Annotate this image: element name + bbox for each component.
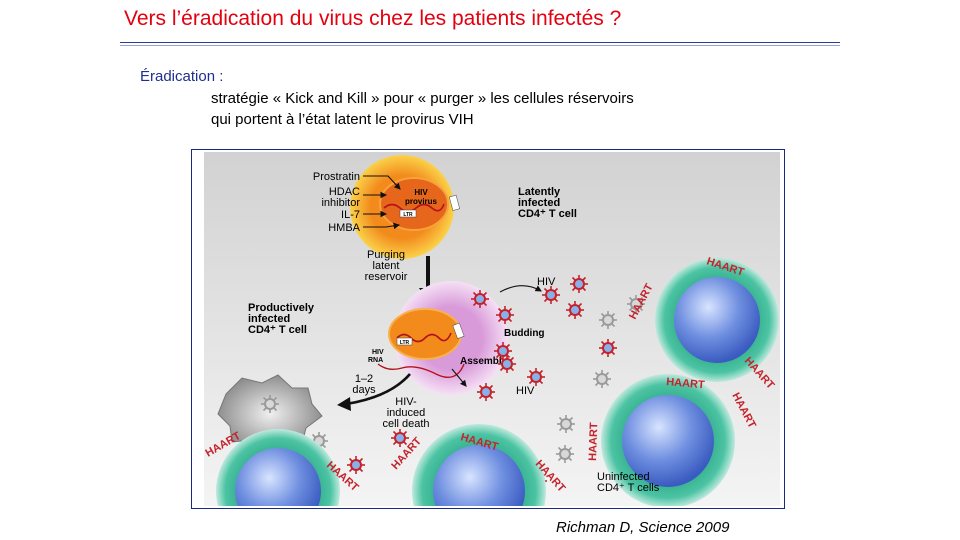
death-arrow-head: [337, 397, 351, 411]
slide-title: Vers l’éradication du virus chez les pat…: [124, 7, 622, 30]
purging-label-3: reservoir: [365, 271, 408, 283]
dying-cell-virion: [260, 394, 280, 414]
productive-label-2: infected: [248, 313, 290, 325]
title-underline-shadow: [120, 45, 840, 46]
uninfected-label-1: Uninfected: [597, 471, 650, 483]
virion-7: [598, 338, 618, 358]
agent-il7: IL-7: [341, 209, 360, 221]
haart-label-6: HAART: [587, 422, 600, 461]
uninfected-cell-top-right: [655, 258, 779, 382]
death-arrow: [345, 373, 411, 406]
purging-label-2: latent: [373, 260, 400, 272]
section-heading: Éradication :: [140, 68, 224, 85]
grey-virion-8: [555, 444, 575, 464]
bullet-line-2: qui portent à l’état latent le provirus …: [211, 111, 474, 128]
agent-hmba: HMBA: [328, 222, 360, 234]
title-underline: [120, 42, 840, 43]
latent-label-2: infected: [518, 197, 560, 209]
latent-nucleus: [379, 177, 449, 231]
uninfected-label-2: CD4⁺ T cells: [597, 482, 660, 494]
rna-label-hiv: HIV: [372, 349, 384, 356]
grey-virion-3: [592, 369, 612, 389]
agent-arrows: [363, 175, 401, 230]
grey-virion-7: [556, 414, 576, 434]
release-arrow-top: [499, 285, 542, 293]
virion-3: [565, 300, 585, 320]
virion-9: [346, 455, 366, 475]
grey-virion-1: [598, 310, 618, 330]
death-label-1: HIV-: [395, 396, 417, 408]
uninfected-cell-middle-right: [601, 374, 735, 506]
productive-ltr-label: LTR: [400, 340, 410, 346]
productive-ltr-box-2: [452, 322, 465, 339]
productive-label-3: CD4⁺ T cell: [248, 324, 307, 336]
latent-label-1: Latently: [518, 186, 561, 198]
release-arrow-bottom: [451, 368, 467, 387]
agent-hdac: HDAC: [329, 186, 360, 198]
kick-and-kill-diagram: LTR HIV provirus Prostratin HDAC inhibit…: [204, 152, 780, 506]
days-label-2: days: [352, 384, 376, 396]
agent-prostratin: Prostratin: [313, 171, 360, 183]
death-label-3: cell death: [382, 418, 429, 430]
agent-inhibitor: inhibitor: [321, 197, 360, 209]
virion-4: [476, 382, 496, 402]
nucleus-label-hiv: HIV: [414, 188, 428, 197]
latent-label-3: CD4⁺ T cell: [518, 208, 577, 220]
citation: Richman D, Science 2009: [556, 519, 730, 536]
budding-virion-1: [470, 289, 490, 309]
latent-ltr-box: [399, 209, 417, 218]
uninfected-cell-bottom-middle: [412, 424, 546, 506]
hiv-rna-strand: [377, 363, 465, 378]
virion-6: [497, 354, 517, 374]
budding-label: Budding: [504, 328, 545, 339]
hiv-label-bottom: HIV: [516, 385, 535, 397]
virion-5: [526, 367, 546, 387]
rna-label-rna: RNA: [368, 357, 383, 364]
assembly-label: Assembly: [460, 356, 508, 367]
nucleus-label-provirus: provirus: [405, 197, 438, 206]
death-label-2: induced: [387, 407, 426, 419]
days-label-1: 1–2: [355, 373, 373, 385]
budding-virion-2: [495, 305, 515, 325]
productive-label-1: Productively: [248, 302, 315, 314]
budding-virion-3: [493, 341, 513, 361]
productive-ltr-box: [396, 337, 413, 346]
latent-ltr-box-2: [448, 194, 460, 211]
latent-provirus-strand: [383, 203, 445, 213]
uninfected-cell-bottom-left: [216, 429, 340, 506]
productive-provirus-strand: [396, 332, 452, 343]
hiv-label-top: HIV: [537, 276, 556, 288]
virion-2: [569, 274, 589, 294]
haart-label-4: HAART: [666, 376, 706, 391]
latent-ltr-label: LTR: [403, 212, 413, 218]
virion-1: [541, 285, 561, 305]
purging-label-1: Purging: [367, 249, 405, 261]
bullet-line-1: stratégie « Kick and Kill » pour « purge…: [211, 90, 634, 107]
